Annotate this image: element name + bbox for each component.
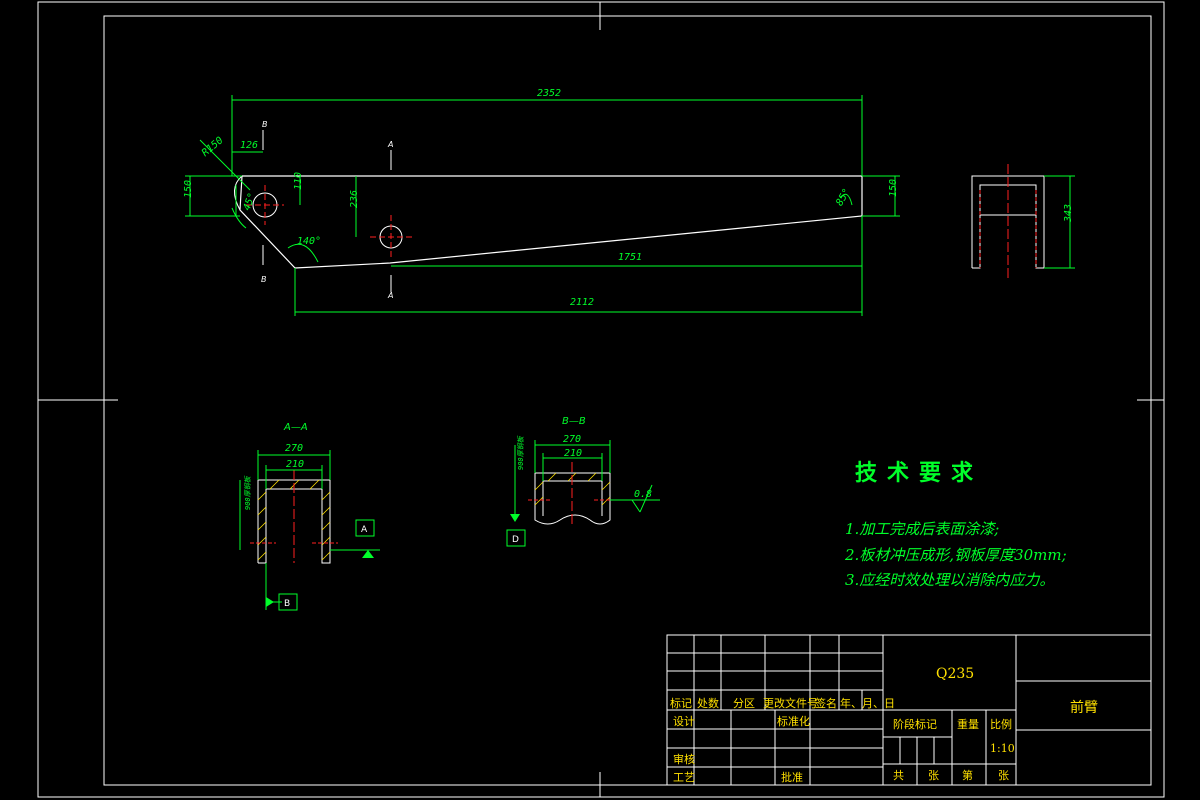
dim-hole-height: 110 xyxy=(293,172,304,190)
dim-angle-right: 85° xyxy=(834,187,853,208)
header-sign: 签名 xyxy=(815,697,837,710)
dim-overall-length: 2352 xyxy=(537,88,561,99)
datum-a-label: A xyxy=(361,525,368,535)
section-aa-title: A—A xyxy=(283,422,308,433)
dim-slope-length: 1751 xyxy=(618,252,642,263)
weight-label: 重量 xyxy=(957,718,979,731)
requirement-item-2: 2.板材冲压成形,钢板厚度30mm; xyxy=(845,546,1067,564)
requirement-item-3: 3.应经时效处理以消除内应力。 xyxy=(845,571,1055,589)
header-date: 年、月、日 xyxy=(840,697,895,710)
part-name: 前臂 xyxy=(1070,700,1098,716)
page-label: 第 xyxy=(962,769,973,782)
design-label: 设计 xyxy=(673,715,695,728)
scale-value: 1:10 xyxy=(990,742,1015,755)
dim-left-offset: 126 xyxy=(240,140,258,151)
dim-right-height: 150 xyxy=(888,179,899,197)
dim-radius: R150 xyxy=(200,135,226,159)
sheet-border xyxy=(37,1,1165,798)
total-label: 共 xyxy=(893,769,904,782)
sheets-label: 张 xyxy=(928,769,939,782)
datum-d-label: D xyxy=(512,535,519,545)
datum-b-label: B xyxy=(284,599,290,609)
approve-label: 批准 xyxy=(781,771,803,784)
title-block xyxy=(666,634,1152,786)
dim-aa-wall: 900厚钢板 xyxy=(244,475,252,510)
main-view: 2352 2112 1751 126 R150 150 110 236 150 … xyxy=(183,88,900,316)
dim-lower-length: 2112 xyxy=(570,297,594,308)
dim-aa-outer: 270 xyxy=(285,443,303,454)
requirement-item-1: 1.加工完成后表面涂漆; xyxy=(845,520,1000,538)
stage-mark-label: 阶段标记 xyxy=(893,718,937,731)
drawing-frame xyxy=(103,15,1152,786)
review-label: 审核 xyxy=(673,753,695,766)
process-label: 工艺 xyxy=(673,771,695,784)
dim-side-height: 343 xyxy=(1063,204,1074,223)
side-view: 343 xyxy=(971,164,1075,278)
header-zone: 分区 xyxy=(733,697,755,710)
dim-roughness: 0.8 xyxy=(634,489,652,500)
material-label: Q235 xyxy=(936,666,975,682)
standard-label: 标准化 xyxy=(777,715,810,728)
dim-bb-wall: 900厚钢板 xyxy=(517,435,525,470)
header-doc: 更改文件号 xyxy=(763,697,818,710)
dim-angle-small: 45° xyxy=(242,191,259,212)
header-mark: 标记 xyxy=(670,697,692,710)
section-aa: A—A 27 xyxy=(239,422,380,611)
dim-aa-inner: 210 xyxy=(286,459,304,470)
dim-left-height: 150 xyxy=(183,180,194,198)
dim-bb-inner: 210 xyxy=(564,448,582,459)
section-mark-a-bottom: A xyxy=(387,291,393,300)
section-mark-a-top: A xyxy=(387,140,393,149)
section-bb: B—B 270 210 900厚钢板 xyxy=(506,416,660,547)
header-count: 处数 xyxy=(697,697,719,710)
section-mark-b-top: B xyxy=(262,120,268,129)
dim-angle-left: 140° xyxy=(297,236,321,247)
section-mark-b-bottom: B xyxy=(261,275,267,284)
requirements-title: 技术要求 xyxy=(855,460,984,486)
dim-mid-height: 236 xyxy=(349,190,360,208)
section-bb-title: B—B xyxy=(562,416,586,427)
scale-label: 比例 xyxy=(990,718,1012,731)
sheet-label: 张 xyxy=(998,769,1009,782)
dim-bb-outer: 270 xyxy=(563,434,581,445)
